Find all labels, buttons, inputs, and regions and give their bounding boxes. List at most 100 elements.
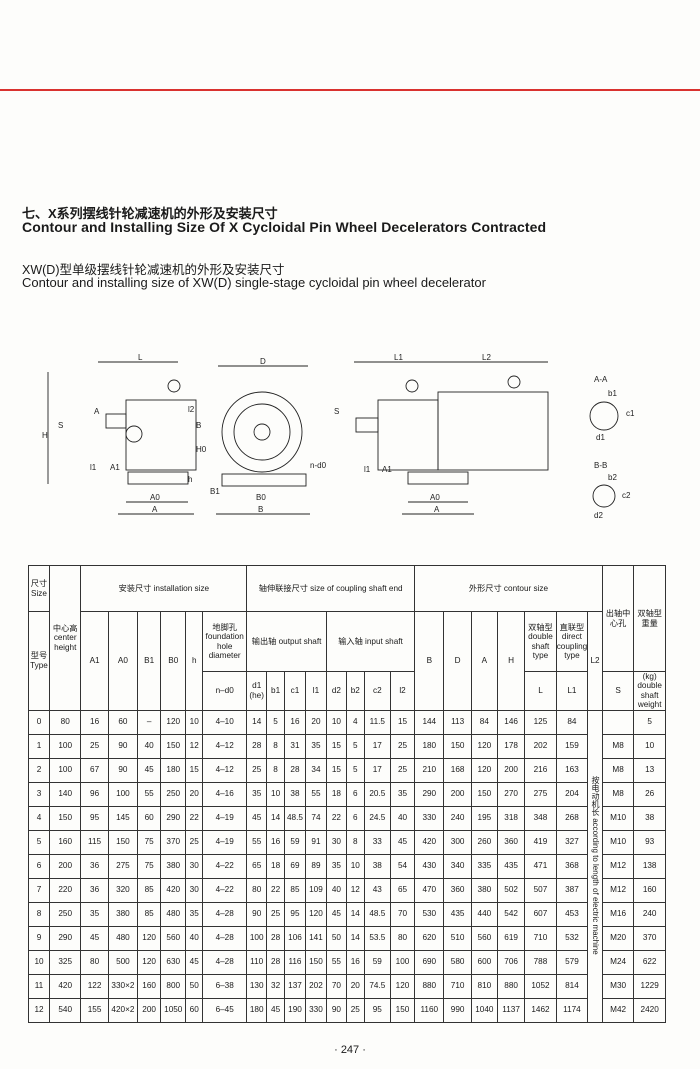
table-cell: 11.5 (363, 709, 391, 735)
table-cell: M8 (601, 733, 635, 759)
dimensions-table: 尺寸 Size 中心高 center height 安装尺寸 installat… (28, 565, 666, 1023)
table-cell: 325 (48, 949, 82, 975)
table-cell: 146 (496, 709, 526, 735)
table-cell: 6–45 (202, 997, 248, 1023)
table-cell: 163 (555, 757, 589, 783)
table-cell: 810 (470, 973, 498, 999)
table-cell: 4–22 (202, 877, 248, 903)
table-cell: 85 (137, 877, 162, 903)
table-cell: 93 (633, 829, 666, 855)
table-cell: 115 (80, 829, 109, 855)
table-cell: 25 (246, 757, 268, 783)
table-cell: 12 (28, 997, 50, 1023)
table-cell: 502 (496, 877, 526, 903)
table-cell: 160 (48, 829, 82, 855)
table-cell: 10 (633, 733, 666, 759)
table-cell: 706 (496, 949, 526, 975)
table-cell: 16 (266, 829, 285, 855)
table-cell: 45 (266, 997, 285, 1023)
table-cell: 69 (283, 853, 306, 879)
table-cell: 330 (304, 997, 327, 1023)
table-cell: 788 (524, 949, 557, 975)
table-cell: 54 (389, 853, 416, 879)
dim-A0-label: A0 (150, 493, 160, 502)
table-cell: 22 (185, 805, 204, 831)
table-cell: 74 (304, 805, 327, 831)
table-cell: 80 (80, 949, 109, 975)
table-cell: 25 (389, 757, 416, 783)
table-cell: 200 (137, 997, 162, 1023)
table-cell: 4–28 (202, 925, 248, 951)
table-cell: 579 (555, 949, 589, 975)
table-cell: 630 (160, 949, 187, 975)
table-cell: 89 (304, 853, 327, 879)
type-header: 型号 Type (28, 611, 50, 711)
table-cell: 1160 (414, 997, 445, 1023)
contour-size-header: 外形尺寸 contour size (414, 565, 603, 612)
table-cell: 200 (496, 757, 526, 783)
table-cell: 510 (443, 925, 472, 951)
table-cell: 710 (524, 925, 557, 951)
table-cell: 100 (389, 949, 416, 975)
table-cell: 348 (524, 805, 557, 831)
table-cell: 45 (137, 757, 162, 783)
table-cell: 30 (185, 877, 204, 903)
dim-L1-label: L1 (394, 353, 403, 362)
table-cell: 11 (28, 973, 50, 999)
table-cell: 80 (389, 925, 416, 951)
table-cell: 33 (363, 829, 391, 855)
table-cell: 620 (414, 925, 445, 951)
table-cell: 138 (633, 853, 666, 879)
dim-Ab-label: A (434, 505, 440, 514)
table-cell: 14 (345, 901, 365, 927)
table-cell: 48.5 (283, 805, 306, 831)
table-cell: 38 (363, 853, 391, 879)
table-cell: 340 (443, 853, 472, 879)
table-cell: 1174 (555, 997, 589, 1023)
table-cell: 100 (246, 925, 268, 951)
table-cell: 3 (28, 781, 50, 807)
table-cell: 12 (185, 733, 204, 759)
col-b2-header: b2 (345, 671, 365, 711)
dim-d1-label: d1 (596, 433, 605, 442)
table-cell: 4–28 (202, 901, 248, 927)
table-cell: 200 (443, 781, 472, 807)
table-cell: 10 (28, 949, 50, 975)
dim-S2-label: S (334, 407, 339, 416)
table-cell: 8 (28, 901, 50, 927)
table-cell: 91 (304, 829, 327, 855)
table-cell: 85 (137, 901, 162, 927)
table-cell: 6 (345, 781, 365, 807)
dim-B1-label: B1 (210, 487, 220, 496)
dim-c2-label: c2 (622, 491, 631, 500)
table-cell: 275 (524, 781, 557, 807)
table-cell: 327 (555, 829, 589, 855)
table-cell: 90 (325, 997, 347, 1023)
table-cell: M30 (601, 973, 635, 999)
table-cell: 40 (389, 805, 416, 831)
table-cell: 8 (345, 829, 365, 855)
table-cell: 120 (137, 949, 162, 975)
col-H-header: H (496, 611, 526, 711)
table-cell: 28 (266, 949, 285, 975)
table-cell: 178 (496, 733, 526, 759)
table-cell: 368 (555, 853, 589, 879)
table-cell: 4–12 (202, 733, 248, 759)
table-cell: 90 (246, 901, 268, 927)
dim-A1b-label: A1 (382, 465, 392, 474)
table-cell: 95 (283, 901, 306, 927)
table-cell: 15 (325, 733, 347, 759)
table-cell: 1 (28, 733, 50, 759)
table-cell: 507 (524, 877, 557, 903)
dim-nd0-label: n-d0 (310, 461, 327, 470)
table-cell: 130 (246, 973, 268, 999)
installation-size-header: 安装尺寸 installation size (80, 565, 248, 612)
table-cell: 204 (555, 781, 589, 807)
table-cell: 18 (325, 781, 347, 807)
